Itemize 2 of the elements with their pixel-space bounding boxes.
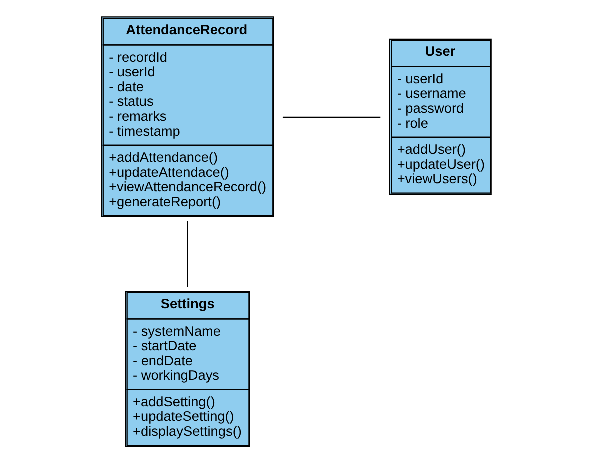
connector bbox=[186, 221, 188, 288]
connector bbox=[282, 116, 380, 118]
